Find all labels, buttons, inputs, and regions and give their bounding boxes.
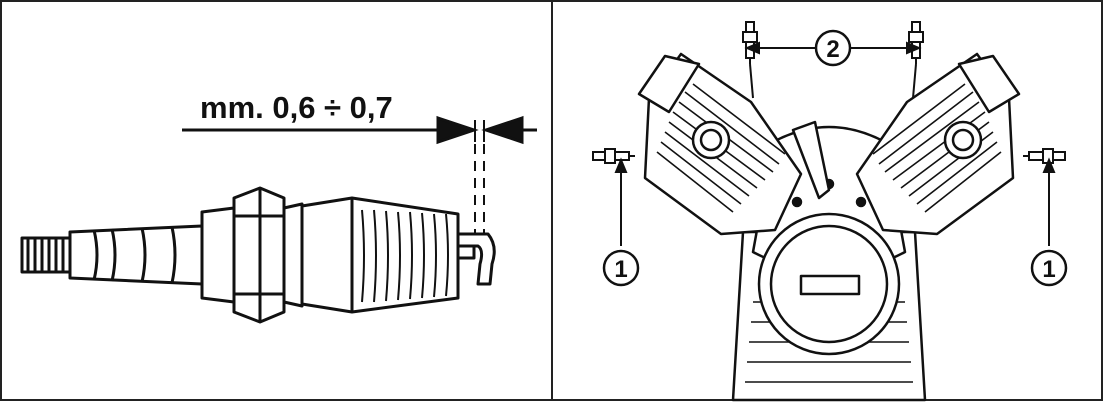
spark-plug-gap-panel: mm. 0,6 ÷ 0,7 [0,0,553,401]
callout-1-right-number: 1 [1042,256,1055,283]
spark-plug-top-right [908,21,924,64]
callout-2-number: 2 [826,36,839,63]
callout-1-left: 1 [602,249,640,287]
spark-plug-right [1023,148,1066,164]
callout-1-right: 1 [1030,249,1068,287]
callout-2: 2 [814,29,852,67]
v-twin-engine [637,52,1021,402]
gap-dimension [182,115,537,242]
callout-1-left-number: 1 [614,256,627,283]
leader-lines [614,41,1056,246]
spark-plug-left [592,148,635,164]
engine-illustration: 2 1 1 [592,21,1068,402]
spark-plug [20,186,496,324]
engine-spark-plug-location-panel: 2 1 1 [551,0,1103,402]
spark-plug-top-left [742,21,758,64]
spark-plug-illustration: mm. 0,6 ÷ 0,7 [20,90,537,324]
gap-measurement-label: mm. 0,6 ÷ 0,7 [200,90,393,125]
